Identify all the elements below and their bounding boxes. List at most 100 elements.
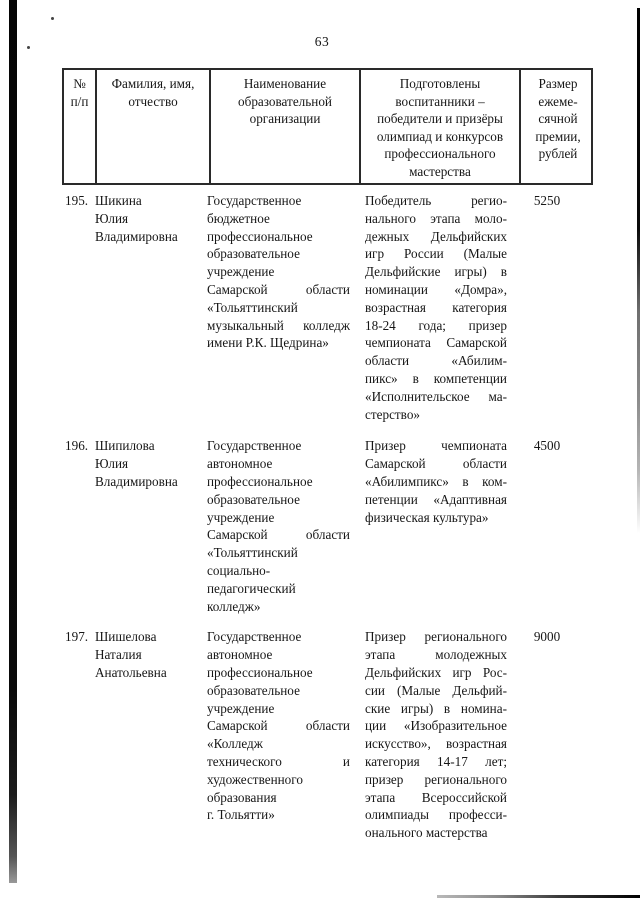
table-header-col-achievements: Подготовлены воспитанники – победители и п…	[359, 70, 519, 183]
text-line: игр России (Малые	[365, 246, 507, 262]
organization-cell: Государственное бюджетное профессиональное…	[207, 192, 357, 352]
text-line: Шикина	[95, 193, 142, 208]
text-line: профессиональное	[207, 473, 313, 489]
text-line: дежных Дельфийских	[365, 228, 507, 244]
text-line: ежеме-	[538, 93, 578, 109]
text-line: стерство»	[365, 406, 421, 422]
text-line: искусство», возрастная	[365, 736, 507, 752]
text-line: музыкальный колледж	[207, 317, 350, 333]
text-line: имени Р.К. Щедрина»	[207, 335, 329, 351]
text-line: автономное	[207, 647, 273, 663]
text-line: Владимировна	[95, 228, 178, 244]
text-line: нального этапа моло-	[365, 210, 507, 226]
text-line: «Исполнительское ма-	[365, 388, 507, 404]
text-line: профессиональное	[207, 228, 313, 244]
text-line: отчество	[128, 93, 178, 109]
text-line: Призер чемпионата	[365, 438, 507, 454]
text-line: победители и призёры	[377, 111, 503, 126]
table-header-col-name: Фамилия, имя, отчество	[95, 70, 209, 183]
text-line: Дельфийских игр Рос-	[365, 664, 507, 680]
text-line: этапа молодежных	[365, 647, 507, 663]
text-line: Наталия	[95, 647, 142, 663]
text-line: сии (Малые Дельфий-	[365, 682, 507, 698]
text-line: призер регионального	[365, 771, 507, 787]
text-line: образовательное	[207, 491, 300, 507]
text-line: сячной	[538, 111, 578, 126]
text-line: п/п	[70, 93, 89, 109]
text-line: колледж»	[207, 598, 261, 614]
text-line: учреждение	[207, 700, 275, 716]
table-header-col-number: № п/п	[64, 70, 95, 183]
text-line: Победитель регио-	[365, 193, 507, 208]
text-line: области «Абилим-	[365, 353, 507, 369]
text-line: художественного	[207, 771, 303, 787]
achievements-cell: Победитель регио-нального этапа моло-деж…	[357, 192, 517, 423]
text-line: Фамилия, имя,	[111, 76, 195, 91]
text-line: номинации «Домра»,	[365, 281, 507, 297]
text-line: Подготовлены	[399, 76, 481, 91]
text-line: Владимировна	[95, 473, 178, 489]
text-line: «Колледж	[207, 736, 263, 752]
text-line: педагогический	[207, 580, 296, 596]
text-line: Самарской области	[207, 718, 350, 734]
premium-amount-cell: 9000	[533, 629, 561, 645]
text-line: Наименование	[243, 76, 327, 91]
text-line: Самарской области	[365, 456, 507, 472]
text-line: образовательное	[207, 682, 300, 698]
text-line: №	[73, 76, 86, 91]
scan-speck	[51, 17, 54, 20]
text-line: «Тольяттинский	[207, 545, 298, 561]
text-line: Государственное	[207, 629, 302, 645]
text-line: учреждение	[207, 509, 275, 525]
table-header-row: № п/п Фамилия, имя, отчество Наименование обр…	[62, 68, 593, 185]
text-line: категория 14-17 лет;	[365, 753, 507, 769]
text-line: мастерства	[409, 163, 471, 179]
text-line: Дельфийские игры) в	[365, 264, 507, 280]
text-line: Самарской области	[207, 281, 350, 297]
text-line: учреждение	[207, 264, 275, 280]
text-line: 18-24 года; призер	[365, 317, 507, 333]
text-line: технического и	[207, 753, 350, 769]
text-line: социально-	[207, 562, 271, 578]
text-line: Шипилова	[95, 438, 155, 454]
text-line: премии,	[535, 128, 581, 144]
table-header-col-organization: Наименование образовательной организации	[209, 70, 359, 183]
text-line: г. Тольятти»	[207, 807, 275, 823]
scan-speck	[27, 46, 30, 49]
premium-amount-cell: 5250	[533, 193, 561, 208]
text-line: Анатольевна	[95, 664, 167, 680]
scan-artifact-left-bar	[9, 0, 17, 883]
text-line: организации	[249, 111, 321, 126]
text-line: физическая культура»	[365, 509, 489, 525]
text-line: Государственное	[207, 193, 302, 208]
text-line: бюджетное	[207, 210, 270, 226]
premium-recipients-table: № п/п Фамилия, имя, отчество Наименование обр…	[62, 68, 593, 842]
text-line: олимпиады професси-	[365, 807, 507, 823]
text-line: чемпионата Самарской	[365, 335, 507, 351]
text-line: онального мастерства	[365, 825, 488, 841]
text-line: Призер регионального	[365, 629, 507, 645]
text-line: Юлия	[95, 210, 129, 226]
text-line: воспитанники –	[395, 93, 485, 109]
text-line: Государственное	[207, 438, 302, 454]
text-line: образовательной	[238, 93, 332, 109]
row-number-cell: 195.	[65, 193, 89, 208]
row-number-cell: 197.	[65, 629, 89, 645]
text-line: рублей	[538, 146, 578, 161]
text-line: пикс» в компетенции	[365, 370, 507, 386]
text-line: ции «Изобразительное	[365, 718, 507, 734]
text-line: профессиональное	[207, 664, 313, 680]
text-line: «Тольяттинский	[207, 299, 298, 315]
